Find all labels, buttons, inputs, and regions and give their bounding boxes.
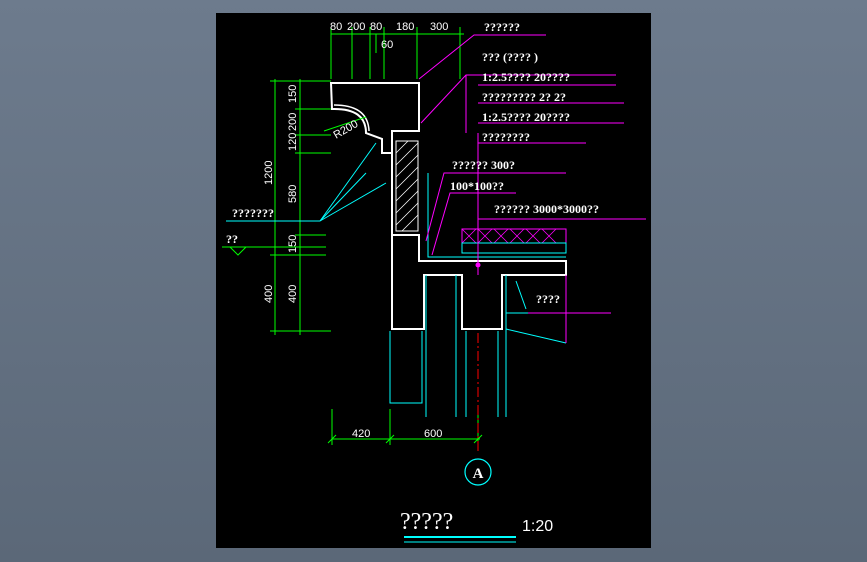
dim-left-200: 200 bbox=[287, 113, 299, 131]
dim-top-2: 200 bbox=[347, 21, 365, 33]
dim-left-1200: 1200 bbox=[263, 161, 275, 185]
dim-left-120: 120 bbox=[287, 133, 299, 151]
leader-dot bbox=[475, 262, 481, 268]
note-4: ????????? 2? 2? bbox=[482, 90, 566, 104]
detail-drawing: 80 200 80 180 300 60 1200 400 150 bbox=[222, 20, 646, 543]
note-6: ???????? bbox=[482, 130, 530, 144]
dim-left-150a: 150 bbox=[287, 85, 299, 103]
note-11: ??????? bbox=[232, 206, 274, 220]
cornice-section bbox=[329, 82, 567, 330]
note-3: 1:2.5???? 20???? bbox=[482, 70, 570, 84]
dim-top-4: 180 bbox=[396, 21, 414, 33]
dim-top-5: 300 bbox=[430, 21, 448, 33]
bottom-dimension-chain bbox=[327, 409, 483, 445]
left-dim-text: 1200 400 150 200 120 580 150 400 bbox=[263, 85, 299, 303]
note-2: ??? (???? ) bbox=[482, 50, 538, 64]
dim-bottom-420: 420 bbox=[352, 428, 370, 440]
drawing-caption: ????? bbox=[400, 509, 453, 535]
axis-label: A bbox=[473, 466, 484, 482]
radius-leader bbox=[323, 116, 367, 132]
drip-leaders bbox=[226, 142, 387, 222]
dim-top-3: 80 bbox=[370, 21, 382, 33]
note-7: ?????? 300? bbox=[452, 158, 515, 172]
radius-label: R200 bbox=[332, 118, 361, 142]
note-5: 1:2.5???? 20???? bbox=[482, 110, 570, 124]
wall-hatch bbox=[395, 140, 419, 232]
top-dimension-chain bbox=[330, 27, 464, 79]
drawing-scale: 1:20 bbox=[522, 518, 553, 535]
dim-left-150b: 150 bbox=[287, 235, 299, 253]
note-8: 100*100?? bbox=[450, 179, 504, 193]
dim-left-580: 580 bbox=[287, 185, 299, 203]
level-marker bbox=[222, 246, 326, 256]
dim-top-sub: 60 bbox=[381, 39, 393, 51]
cornice-cove bbox=[333, 104, 370, 132]
drawing-canvas: 80 200 80 180 300 60 1200 400 150 bbox=[216, 13, 651, 548]
dim-left-400a: 400 bbox=[263, 285, 275, 303]
note-9: ?????? 3000*3000?? bbox=[494, 202, 599, 216]
note-1: ?????? bbox=[484, 20, 520, 34]
dim-top-1: 80 bbox=[330, 21, 342, 33]
roof-layer bbox=[461, 228, 567, 254]
dim-left-400b: 400 bbox=[287, 285, 299, 303]
note-12: ?? bbox=[226, 232, 238, 246]
leader-lines bbox=[418, 34, 646, 343]
axis-bubble: A bbox=[464, 458, 492, 486]
note-10: ???? bbox=[536, 292, 560, 306]
left-dimension-chains bbox=[270, 79, 331, 335]
dim-bottom-600: 600 bbox=[424, 428, 442, 440]
